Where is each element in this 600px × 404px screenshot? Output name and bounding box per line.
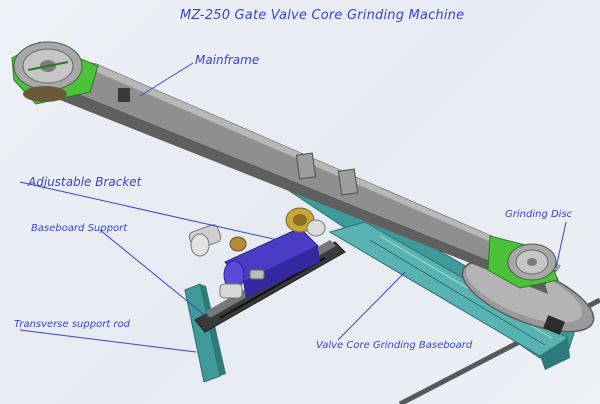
right-gear-housing [487,235,559,289]
drive-motor [223,227,320,298]
diagram-title: MZ-250 Gate Valve Core Grinding Machine [180,8,465,23]
label-adjustable-bracket: Adjustable Bracket [28,175,142,189]
leader-grinding-disc [555,221,567,269]
leader-mainframe [139,62,194,97]
label-transverse-support-rod: Transverse support rod [14,319,130,330]
leader-transverse-rod [19,329,197,353]
leader-adjustable-bracket [19,181,279,241]
label-baseboard-support: Baseboard Support [31,223,128,234]
label-grinding-baseboard: Valve Core Grinding Baseboard [316,340,473,351]
leader-grinding-baseboard [337,271,406,341]
adjustable-bracket [188,207,326,299]
grinding-disc [461,259,595,335]
leader-baseboard-support [99,229,209,319]
label-grinding-disc: Grinding Disc [505,209,573,220]
left-gear-housing [11,41,99,105]
transverse-support-rod [184,283,226,383]
leader-lines [19,62,567,353]
label-mainframe: Mainframe [195,53,260,67]
